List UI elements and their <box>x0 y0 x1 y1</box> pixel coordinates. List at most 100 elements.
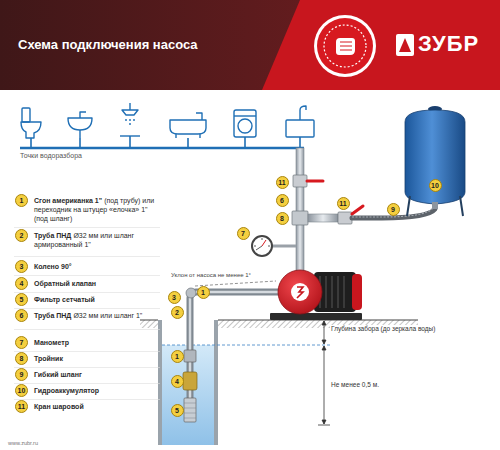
well <box>140 320 158 328</box>
surface-pump <box>352 274 362 310</box>
part-name: Фильтр сетчатый <box>34 296 95 303</box>
part-name: Обратный клапан <box>34 280 96 287</box>
header-band <box>336 38 355 55</box>
outlet-stack <box>352 206 363 214</box>
supply-pipes <box>20 136 304 148</box>
part-name: Труба ПНД <box>34 312 71 319</box>
callout-number: 1 <box>171 350 184 363</box>
legend-item: Гидроаккумулятор <box>34 386 158 395</box>
callout-number: 7 <box>237 227 250 240</box>
surface-pump <box>278 270 322 314</box>
callout-number: 3 <box>168 291 181 304</box>
page-title: Схема подключения насоса <box>18 37 198 52</box>
part-name: Манометр <box>34 339 69 346</box>
depth-label: Не менее 0,5 м. <box>330 381 380 388</box>
hydroaccumulator <box>407 196 463 216</box>
legend-divider <box>14 351 160 352</box>
surface-pump <box>320 276 344 308</box>
site-address: www.zubr.ru <box>8 440 38 446</box>
callout-number: 5 <box>171 404 184 417</box>
dimension-marks <box>195 281 330 425</box>
outlet-stack <box>254 238 270 250</box>
part-name: Труба ПНД <box>34 232 71 239</box>
water-points <box>170 120 206 134</box>
dimension-marks <box>195 281 276 286</box>
header-band <box>340 42 352 50</box>
callout-number: 10 <box>429 179 442 192</box>
legend-divider <box>14 292 160 293</box>
header-band <box>262 0 500 90</box>
hydroaccumulator <box>405 110 465 204</box>
callout-number: 9 <box>387 203 400 216</box>
outlet-stack <box>308 214 338 222</box>
water-points <box>21 103 314 138</box>
supply-pipes <box>20 147 304 150</box>
callout-number: 11 <box>337 197 350 210</box>
callout-number: 8 <box>15 352 28 365</box>
header-band <box>324 25 366 67</box>
part-name: Тройник <box>34 355 63 362</box>
hydroaccumulator <box>405 106 465 216</box>
well <box>158 320 162 445</box>
legend-divider <box>14 275 160 276</box>
suction-line <box>184 398 196 422</box>
callout-number: 11 <box>15 400 28 413</box>
outlet-stack <box>293 175 307 187</box>
surface-pump <box>291 283 309 301</box>
water-points <box>234 115 256 116</box>
legend-divider <box>14 367 160 368</box>
part-name: Сгон американка 1" <box>34 197 102 204</box>
legend-item: Тройник <box>34 354 158 363</box>
water-points <box>68 118 92 130</box>
brand-logo: ЗУБР <box>418 31 479 57</box>
legend-item: Сгон американка 1"(под трубу) или перехо… <box>34 196 158 223</box>
legend-divider <box>14 329 160 330</box>
dimension-marks <box>318 321 330 425</box>
water-points <box>234 110 256 137</box>
callout-number: 11 <box>276 176 289 189</box>
part-name: Колено 90° <box>34 263 72 270</box>
callout-number: 2 <box>15 229 28 242</box>
suction-line <box>186 288 196 298</box>
callout-number: 2 <box>171 306 184 319</box>
legend-item: Кран шаровой <box>34 402 158 411</box>
suction-line <box>190 292 280 421</box>
part-name: Гидроаккумулятор <box>34 387 99 394</box>
callout-number: 3 <box>15 260 28 273</box>
suction-line <box>184 350 196 362</box>
callout-number: 5 <box>15 293 28 306</box>
surface-pump <box>270 270 362 320</box>
water-points <box>238 119 252 133</box>
legend-divider <box>14 256 160 257</box>
legend-item: Труба ПНДØ32 мм или шланг 1" <box>34 311 158 320</box>
callout-number: 4 <box>15 277 28 290</box>
water-points <box>176 113 202 138</box>
slope-note: Уклон от насоса не менее 1° <box>170 272 252 278</box>
legend-item: Фильтр сетчатый <box>34 295 158 304</box>
header-band <box>396 34 414 56</box>
legend-item: Манометр <box>34 338 158 347</box>
hydroaccumulator <box>432 202 438 209</box>
header-band <box>0 0 500 90</box>
water-points <box>122 103 138 115</box>
water-points <box>22 108 30 122</box>
legend-item: Колено 90° <box>34 262 158 271</box>
outlet-stack <box>296 148 304 272</box>
dimension-marks <box>322 321 326 424</box>
callout-number: 6 <box>276 194 289 207</box>
depth-label: Глубина забора (до зеркала воды) <box>330 325 436 332</box>
legend-divider <box>14 308 160 309</box>
callout-number: 10 <box>15 384 28 397</box>
legend-divider <box>14 383 160 384</box>
water-points <box>300 106 306 120</box>
header-band <box>317 18 373 74</box>
callout-number: 8 <box>276 212 289 225</box>
suction-line <box>183 288 280 422</box>
surface-pump <box>270 313 362 320</box>
callout-number: 7 <box>15 336 28 349</box>
water-points <box>286 120 314 137</box>
legend-item: Труба ПНДØ32 мм или шланг армированный 1… <box>34 231 158 249</box>
well <box>214 320 218 445</box>
